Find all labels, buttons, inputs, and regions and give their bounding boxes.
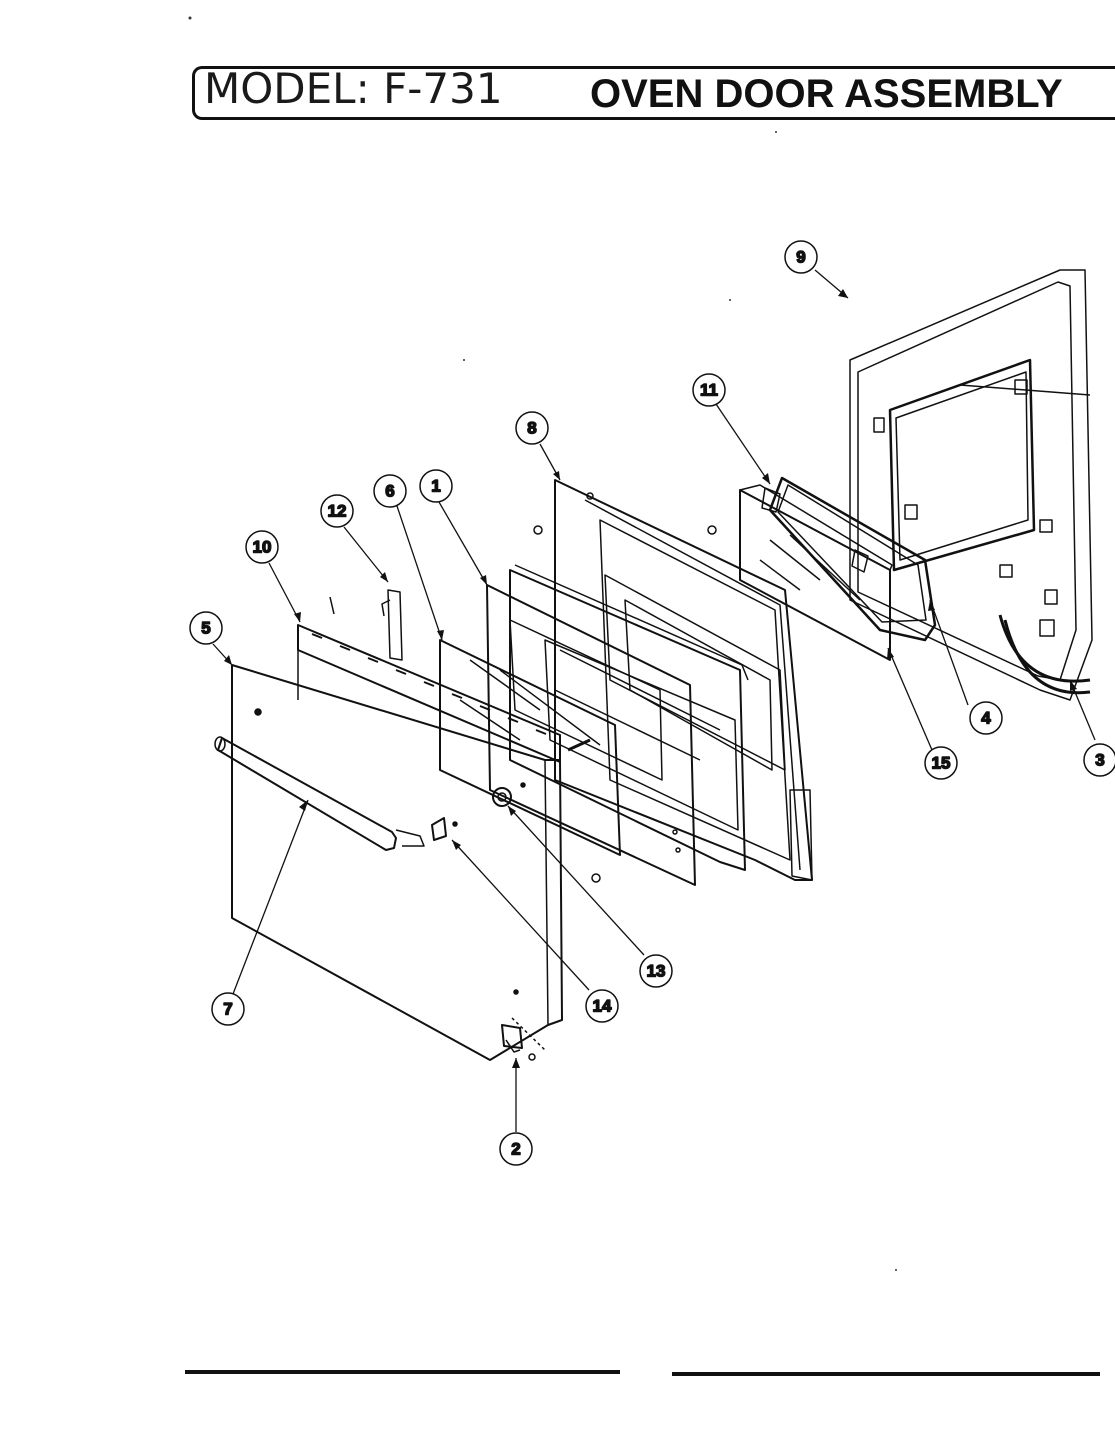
callout-label-5: 5 (201, 619, 210, 638)
callout-4: 4 (969, 701, 1003, 735)
callout-14: 14 (585, 989, 619, 1023)
callout-11: 11 (692, 373, 726, 407)
callout-label-3: 3 (1095, 751, 1104, 770)
callout-2: 2 (499, 1132, 533, 1166)
callout-10: 10 (245, 530, 279, 564)
callout-label-14: 14 (593, 997, 612, 1016)
callout-label-4: 4 (981, 709, 991, 728)
part-7-handle (214, 736, 425, 851)
callout-12: 12 (320, 494, 354, 528)
part-9-inner-door-frame (849, 269, 1093, 701)
callout-label-12: 12 (328, 502, 347, 521)
model-label: MODEL: F-731 (204, 64, 503, 113)
callout-label-1: 1 (431, 477, 440, 496)
callout-5: 5 (189, 611, 223, 645)
footer-rule-left (185, 1370, 620, 1374)
callout-label-2: 2 (511, 1140, 520, 1159)
scan-specks (188, 16, 897, 1271)
callout-9: 9 (784, 240, 818, 274)
footer-rule-right (672, 1372, 1100, 1376)
part-13-grommet (492, 787, 512, 807)
callout-group: 9 11 8 1 6 12 10 5 (189, 240, 1115, 1166)
part-5-front-panel (231, 664, 563, 1061)
part-14-clip (431, 817, 458, 841)
part-15-inner-glass (739, 484, 893, 661)
leader-lines (212, 269, 1096, 1132)
callout-15: 15 (924, 746, 958, 780)
callout-label-6: 6 (385, 482, 394, 501)
part-12-bracket (329, 589, 403, 661)
leader-arrowheads (224, 289, 1077, 1068)
part-2-hinge (501, 1017, 546, 1061)
callout-label-15: 15 (932, 754, 951, 773)
callout-label-9: 9 (796, 248, 805, 267)
part-6-outer-glass (439, 639, 621, 856)
callout-label-10: 10 (253, 538, 272, 557)
callout-8: 8 (515, 411, 549, 445)
callout-label-13: 13 (647, 962, 666, 981)
callout-label-8: 8 (527, 419, 536, 438)
callout-6: 6 (373, 474, 407, 508)
part-11-glass-retainer (707, 487, 869, 573)
diagram-title: OVEN DOOR ASSEMBLY (590, 72, 1063, 116)
callout-label-7: 7 (223, 1000, 232, 1019)
header-frame (192, 66, 1115, 120)
callout-3: 3 (1083, 743, 1115, 777)
callout-13: 13 (639, 954, 673, 988)
part-10-inner-panel (297, 624, 591, 763)
callout-label-11: 11 (700, 381, 718, 400)
callout-1: 1 (419, 469, 453, 503)
callout-7: 7 (211, 992, 245, 1026)
